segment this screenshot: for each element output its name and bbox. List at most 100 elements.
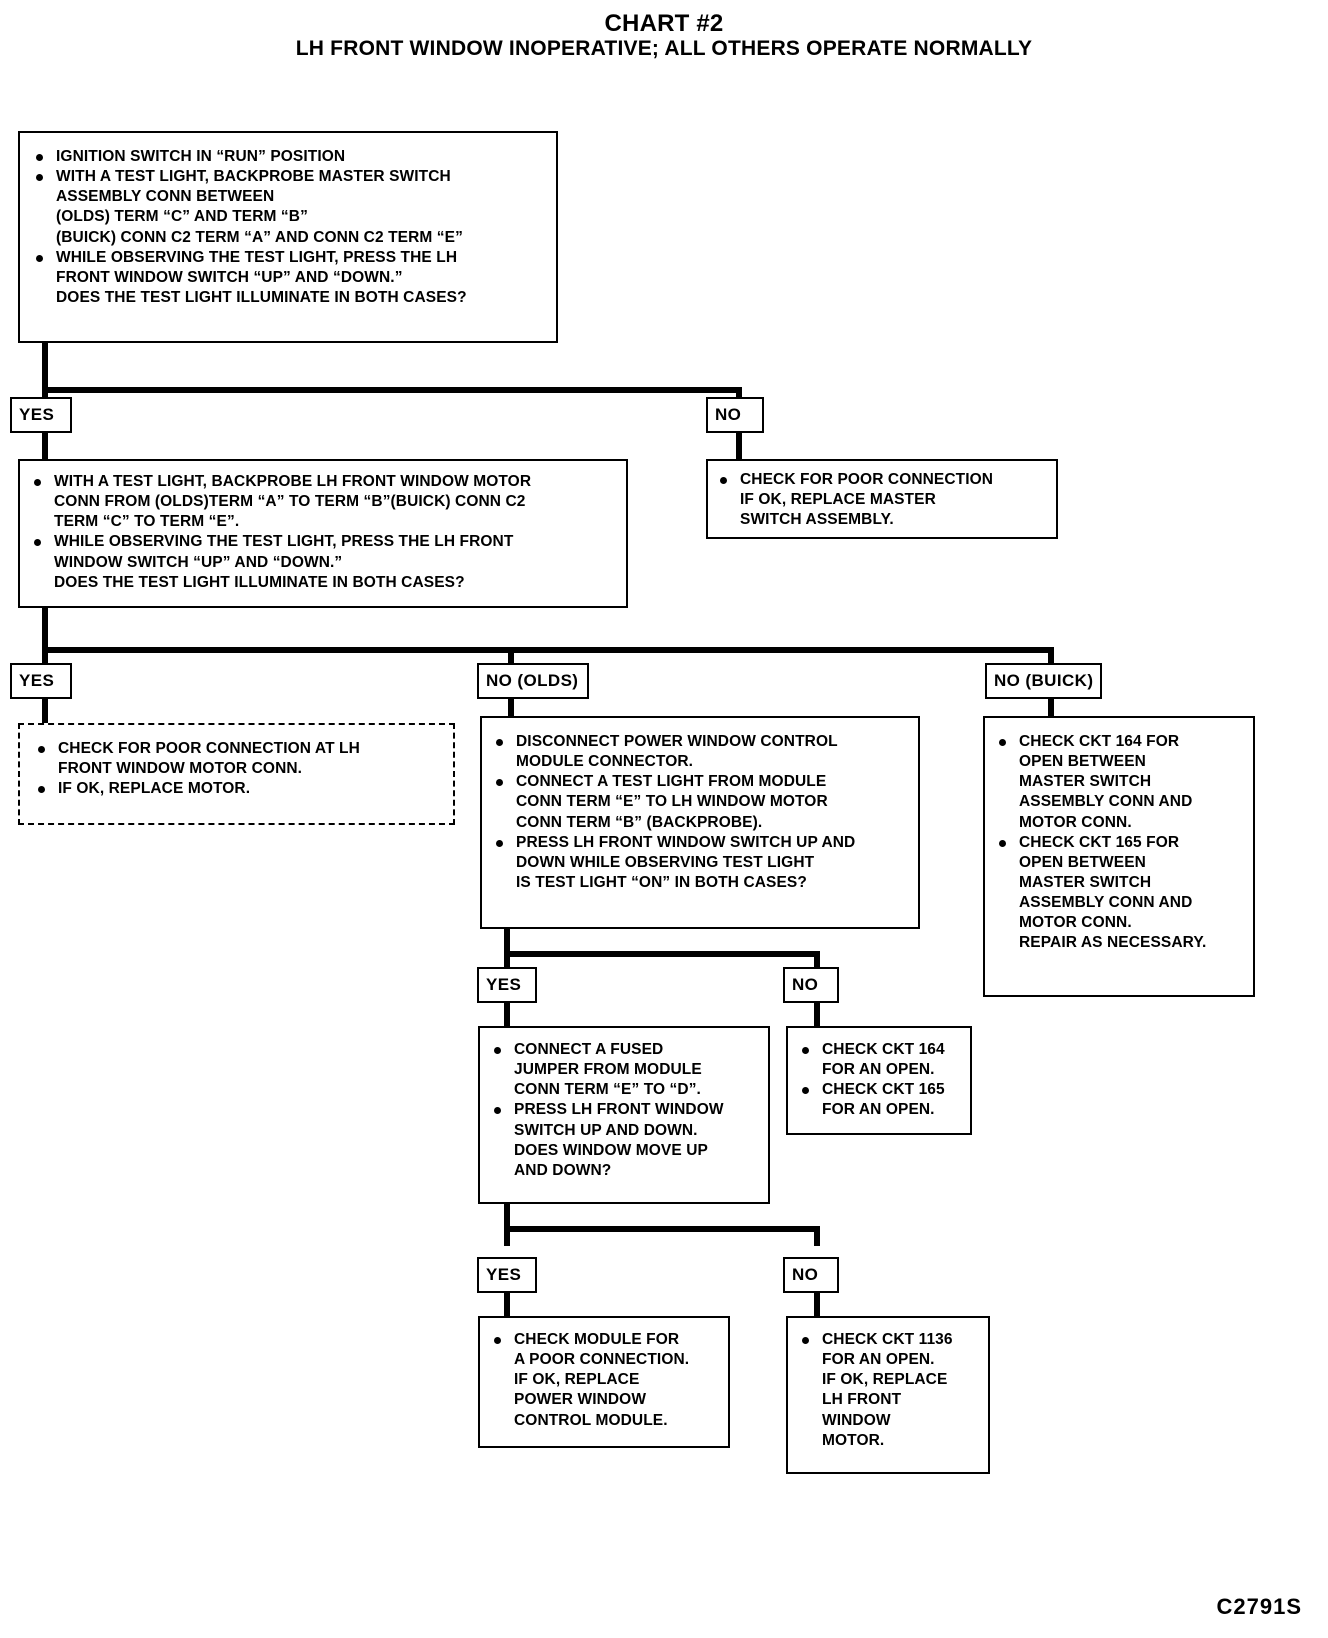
node-initial-test-master-switch: IGNITION SWITCH IN “RUN” POSITION WITH A … bbox=[18, 131, 558, 343]
bullet-item: IF OK, REPLACE MOTOR. bbox=[32, 779, 445, 799]
bullet-line: CHECK CKT 164 bbox=[822, 1041, 945, 1058]
connector-step2-no-buick-drop bbox=[1048, 647, 1054, 667]
bullet-line: DOES WINDOW MOVE UP bbox=[514, 1141, 708, 1159]
connector-yes-step1-to-step2 bbox=[42, 433, 48, 463]
tag-no-buick-step2: NO (BUICK) bbox=[985, 663, 1102, 699]
tag-yes-step3: YES bbox=[477, 967, 537, 1003]
connector-step1-split bbox=[42, 387, 742, 393]
connector-step1-stem bbox=[42, 343, 48, 393]
bullet-dot-icon bbox=[34, 478, 41, 486]
bullet-line: MASTER SWITCH bbox=[1019, 773, 1152, 791]
bullet-list: WITH A TEST LIGHT, BACKPROBE LH FRONT WI… bbox=[20, 461, 626, 593]
bullet-line: IGNITION SWITCH IN “RUN” POSITION bbox=[56, 148, 346, 165]
bullet-dot-icon bbox=[36, 153, 43, 161]
bullet-line: WINDOW SWITCH “UP” AND “DOWN.” bbox=[54, 553, 343, 571]
bullet-line: IF OK, REPLACE MASTER bbox=[740, 491, 936, 509]
tag-yes-step1: YES bbox=[10, 397, 72, 433]
bullet-item: CONNECT A TEST LIGHT FROM MODULE CONN TER… bbox=[490, 772, 912, 832]
connector-yes-step2-to-box bbox=[42, 699, 48, 725]
bullet-line: CHECK FOR POOR CONNECTION bbox=[740, 471, 994, 488]
bullet-dot-icon bbox=[494, 1107, 501, 1115]
node-check-poor-connection-master-switch: CHECK FOR POOR CONNECTION IF OK, REPLACE … bbox=[706, 459, 1058, 539]
bullet-line: MODULE CONNECTOR. bbox=[516, 753, 694, 771]
bullet-line: WINDOW bbox=[822, 1411, 891, 1429]
bullet-dot-icon bbox=[999, 738, 1006, 746]
figure-code: C2791S bbox=[1216, 1594, 1302, 1619]
bullet-line: (BUICK) CONN C2 TERM “A” AND CONN C2 TER… bbox=[56, 228, 463, 246]
connector-no-step1-to-box bbox=[736, 433, 742, 461]
connector-no-step4-to-box bbox=[814, 1293, 820, 1318]
tag-no-step1: NO bbox=[706, 397, 764, 433]
bullet-line: CONTROL MODULE. bbox=[514, 1411, 668, 1429]
bullet-line: WITH A TEST LIGHT, BACKPROBE MASTER SWIT… bbox=[56, 168, 451, 186]
bullet-dot-icon bbox=[802, 1336, 809, 1344]
bullet-dot-icon bbox=[496, 839, 503, 847]
bullet-dot-icon bbox=[494, 1336, 501, 1344]
bullet-line: MASTER SWITCH bbox=[1019, 873, 1152, 891]
bullet-line: FRONT WINDOW SWITCH “UP” AND “DOWN.” bbox=[56, 268, 403, 286]
bullet-dot-icon bbox=[802, 1087, 809, 1095]
bullet-line: CONN TERM “E” TO “D”. bbox=[514, 1081, 701, 1099]
bullet-item: WHILE OBSERVING THE TEST LIGHT, PRESS TH… bbox=[30, 248, 546, 308]
node-test-lh-front-window-motor-conn: WITH A TEST LIGHT, BACKPROBE LH FRONT WI… bbox=[18, 459, 628, 608]
bullet-line: (OLDS) TERM “C” AND TERM “B” bbox=[56, 208, 308, 226]
bullet-dot-icon bbox=[802, 1046, 809, 1054]
page-subtitle: LH FRONT WINDOW INOPERATIVE; ALL OTHERS … bbox=[295, 37, 1033, 60]
tag-no-olds-step2: NO (OLDS) bbox=[477, 663, 589, 699]
bullet-line: MOTOR. bbox=[822, 1431, 885, 1449]
bullet-line: IS TEST LIGHT “ON” IN BOTH CASES? bbox=[516, 873, 807, 891]
bullet-dot-icon bbox=[496, 779, 503, 787]
connector-step4-no-drop bbox=[814, 1226, 820, 1246]
bullet-line: CONNECT A TEST LIGHT FROM MODULE bbox=[516, 773, 827, 791]
bullet-line: SWITCH UP AND DOWN. bbox=[514, 1121, 698, 1139]
bullet-line: CONN TERM “E” TO LH WINDOW MOTOR bbox=[516, 793, 828, 811]
bullet-line: ASSEMBLY CONN BETWEEN bbox=[56, 188, 275, 206]
bullet-line: MOTOR CONN. bbox=[1019, 813, 1132, 831]
bullet-dot-icon bbox=[494, 1046, 501, 1054]
tag-yes-step4: YES bbox=[477, 1257, 537, 1293]
connector-step2-no-olds-drop bbox=[508, 647, 514, 667]
bullet-line: WITH A TEST LIGHT, BACKPROBE LH FRONT WI… bbox=[54, 473, 532, 490]
bullet-dot-icon bbox=[496, 738, 503, 746]
connector-step2-yes-drop bbox=[42, 647, 48, 667]
bullet-line: CONN FROM (OLDS)TERM “A” TO TERM “B”(BUI… bbox=[54, 493, 526, 511]
bullet-dot-icon bbox=[36, 254, 43, 262]
connector-step4-yes-drop bbox=[504, 1226, 510, 1246]
bullet-line: FOR AN OPEN. bbox=[822, 1101, 935, 1119]
bullet-line: CHECK CKT 165 bbox=[822, 1081, 945, 1099]
bullet-line: CONN TERM “B” (BACKPROBE). bbox=[516, 813, 763, 831]
bullet-line: DOWN WHILE OBSERVING TEST LIGHT bbox=[516, 853, 815, 871]
bullet-line: AND DOWN? bbox=[514, 1161, 612, 1179]
bullet-line: WHILE OBSERVING THE TEST LIGHT, PRESS TH… bbox=[56, 248, 458, 266]
bullet-item: WHILE OBSERVING THE TEST LIGHT, PRESS TH… bbox=[28, 532, 620, 592]
bullet-line: A POOR CONNECTION. bbox=[514, 1351, 690, 1369]
connector-step3-no-drop bbox=[814, 951, 820, 971]
bullet-line: CHECK CKT 164 FOR bbox=[1019, 733, 1180, 750]
bullet-line: CHECK CKT 1136 bbox=[822, 1331, 953, 1348]
bullet-item: WITH A TEST LIGHT, BACKPROBE MASTER SWIT… bbox=[30, 167, 546, 248]
connector-step2-split bbox=[42, 647, 1054, 653]
connector-no-step3-to-box bbox=[814, 1003, 820, 1028]
connector-step4-split bbox=[504, 1226, 820, 1232]
bullet-line: JUMPER FROM MODULE bbox=[514, 1061, 702, 1079]
bullet-line: SWITCH ASSEMBLY. bbox=[740, 511, 894, 529]
bullet-line: TERM “C” TO TERM “E”. bbox=[54, 513, 240, 531]
bullet-dot-icon bbox=[999, 839, 1006, 847]
bullet-line: PRESS LH FRONT WINDOW SWITCH UP AND bbox=[516, 833, 856, 851]
bullet-line: IF OK, REPLACE bbox=[822, 1371, 948, 1389]
